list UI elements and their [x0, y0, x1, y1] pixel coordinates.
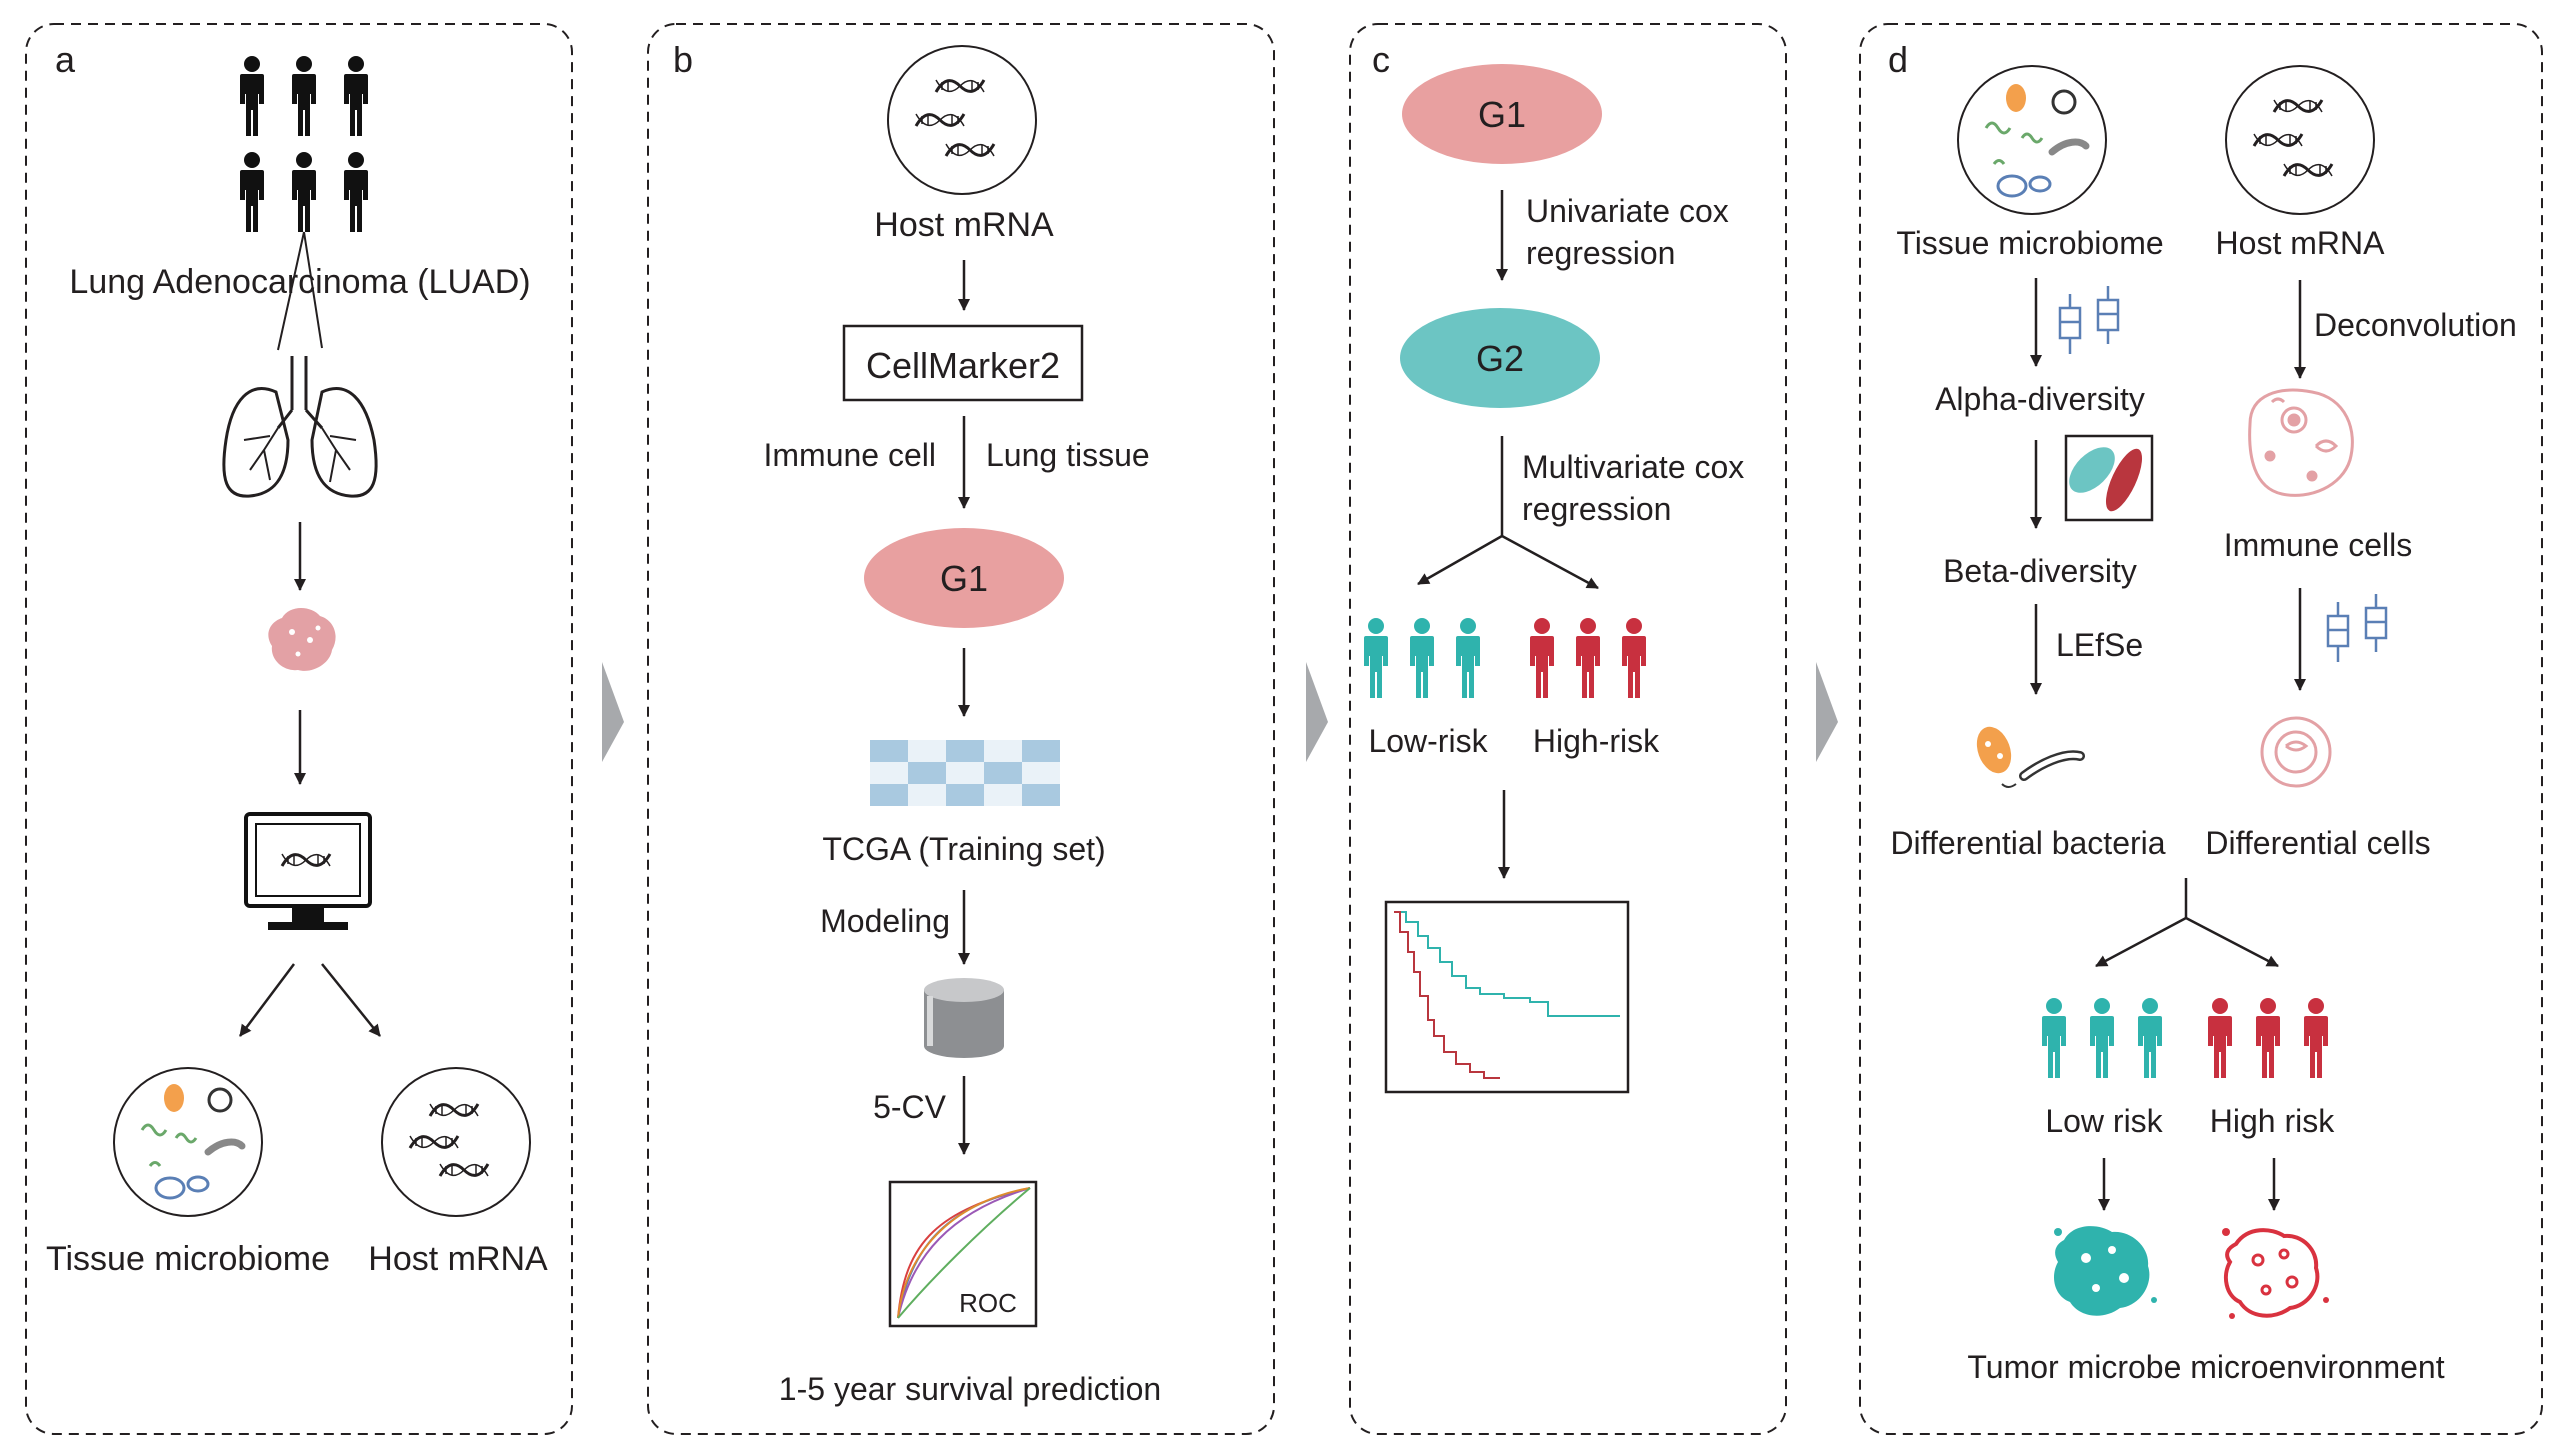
- multivariate-line2: regression: [1522, 491, 1671, 527]
- low-risk-group-icon: [1364, 618, 1480, 698]
- tissue-microbiome-label: Tissue microbiome: [1896, 225, 2163, 261]
- cellmarker-box: [842, 324, 1084, 402]
- flow-chevron-icon: [1306, 662, 1328, 762]
- host-mrna-label: Host mRNA: [874, 206, 1054, 244]
- host-mrna-icon: [887, 45, 1037, 195]
- immune-cell-icon: [2248, 388, 2354, 497]
- panel-c-letter: c: [1372, 39, 1390, 80]
- out-host-mrna: Host mRNA: [368, 1240, 548, 1278]
- tumor-microenvironment-label: Tumor microbe microenvironment: [1967, 1349, 2444, 1385]
- panel-d-letter: d: [1888, 39, 1908, 80]
- cohort-label: Lung Adenocarcinoma (LUAD): [69, 263, 530, 301]
- host-mrna-icon: [381, 1067, 531, 1217]
- panel-c: c G1 Univariate cox regression G2 Multiv…: [1349, 23, 1787, 1435]
- high-risk-group-icon: [1530, 618, 1646, 698]
- high-risk-group-icon: [2208, 998, 2328, 1078]
- tissue-microbiome-icon: [113, 1067, 263, 1217]
- high-risk-label: High-risk: [1533, 723, 1660, 759]
- modeling-label: Modeling: [820, 903, 950, 939]
- g1-label: G1: [1478, 94, 1526, 135]
- heatmap-icon: [870, 740, 1060, 806]
- beta-diversity-label: Beta-diversity: [1943, 553, 2137, 589]
- panel-a-letter: a: [55, 39, 76, 80]
- survival-prediction-label: 1-5 year survival prediction: [779, 1371, 1161, 1407]
- boxplot-icon: [2058, 284, 2120, 356]
- high-risk-label: High risk: [2210, 1103, 2335, 1139]
- lungs-icon: [222, 356, 378, 498]
- tcga-label: TCGA (Training set): [822, 831, 1105, 867]
- host-mrna-icon: [2225, 65, 2375, 215]
- roc-plot: ROC: [888, 1180, 1038, 1328]
- cellmarker-label: CellMarker2: [866, 345, 1060, 386]
- km-survival-plot: [1384, 900, 1630, 1094]
- differential-cells-label: Differential cells: [2205, 825, 2430, 861]
- out-tissue-microbiome: Tissue microbiome: [46, 1240, 330, 1278]
- panel-a: a Lung Adenocarcinoma (LUAD): [25, 23, 573, 1435]
- beta-diversity-pcoa-icon: [2064, 434, 2154, 522]
- g1-label: G1: [940, 558, 988, 599]
- differential-bacteria-label: Differential bacteria: [1890, 825, 2165, 861]
- immune-cell-icon: [2260, 716, 2332, 788]
- tumor-low-risk-icon: [2054, 1226, 2157, 1316]
- immune-cells-label: Immune cells: [2224, 527, 2413, 563]
- deconvolution-label: Deconvolution: [2314, 307, 2517, 343]
- multivariate-line1: Multivariate cox: [1522, 449, 1744, 485]
- cv-label: 5-CV: [873, 1089, 947, 1125]
- database-cylinder-icon: [924, 978, 1004, 1058]
- lung-tissue-label: Lung tissue: [986, 437, 1150, 473]
- computer-dna-icon: [244, 812, 372, 930]
- univariate-line1: Univariate cox: [1526, 193, 1729, 229]
- tumor-tissue-icon: [268, 608, 336, 671]
- immune-cell-label: Immune cell: [764, 437, 937, 473]
- roc-label: ROC: [959, 1288, 1017, 1318]
- host-mrna-label: Host mRNA: [2216, 225, 2386, 261]
- tumor-high-risk-icon: [2222, 1228, 2329, 1319]
- flow-chevron-icon: [1816, 662, 1838, 762]
- bacteria-icon: [1976, 726, 2085, 788]
- g2-label: G2: [1476, 338, 1524, 379]
- tissue-microbiome-icon: [1957, 65, 2107, 215]
- patient-group-icon: [240, 56, 368, 232]
- g1-ellipse: [864, 528, 1064, 628]
- low-risk-label: Low risk: [2045, 1103, 2163, 1139]
- panel-b: b Host mRNA CellMarker2 Immune cell Lung…: [647, 23, 1275, 1435]
- low-risk-label: Low-risk: [1368, 723, 1488, 759]
- alpha-diversity-label: Alpha-diversity: [1935, 381, 2145, 417]
- univariate-line2: regression: [1526, 235, 1675, 271]
- g1-ellipse: [1402, 64, 1602, 164]
- panel-d: d Tissue microbiome Host mRNA Deconvolut…: [1859, 23, 2543, 1435]
- panel-b-letter: b: [673, 39, 693, 80]
- g2-ellipse: [1400, 308, 1600, 408]
- boxplot-icon: [2326, 592, 2388, 664]
- flow-chevron-icon: [602, 662, 624, 762]
- lefse-label: LEfSe: [2056, 627, 2143, 663]
- low-risk-group-icon: [2042, 998, 2162, 1078]
